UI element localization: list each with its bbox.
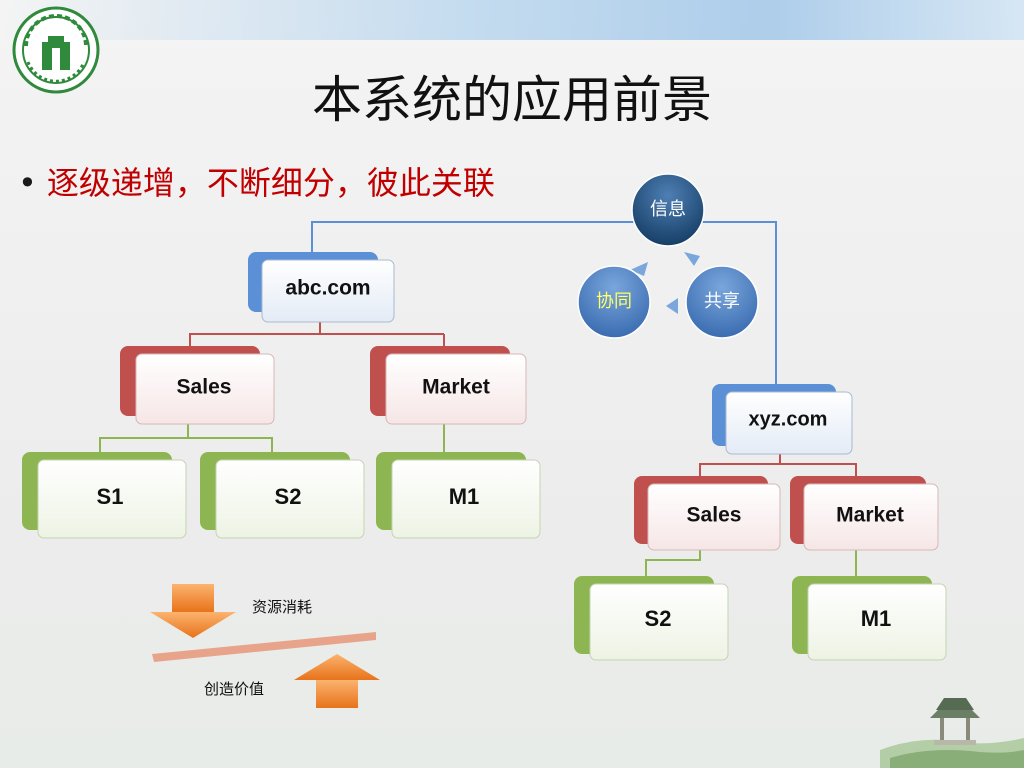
arrow-left-to-top-icon [630, 262, 648, 276]
node-abc-root-label: abc.com [285, 277, 370, 300]
cycle-node-info: 信息 [631, 173, 705, 247]
node-abc-sales-label: Sales [177, 376, 232, 399]
up-arrow-icon [294, 654, 380, 708]
cycle-node-share: 共享 [685, 265, 759, 339]
node-abc-market-label: Market [422, 376, 490, 399]
slide-title: 本系统的应用前景 [312, 71, 712, 129]
node-xyz-s2-label: S2 [645, 606, 672, 631]
node-xyz-m1-label: M1 [861, 606, 892, 631]
pavilion-scenery-image [880, 698, 1024, 768]
node-abc-sales: Sales [120, 346, 275, 425]
bullet-dot: • [18, 164, 37, 202]
down-arrow-icon [150, 584, 236, 638]
node-xyz-sales-label: Sales [687, 504, 742, 527]
node-xyz-root: xyz.com [712, 384, 853, 455]
node-abc-s1-label: S1 [97, 484, 124, 509]
node-xyz-m1: M1 [792, 576, 947, 661]
node-abc-s2-label: S2 [275, 484, 302, 509]
node-abc-s2: S2 [200, 452, 365, 539]
node-xyz-sales: Sales [634, 476, 781, 551]
node-xyz-s2: S2 [574, 576, 729, 661]
cycle-arrows [630, 252, 700, 314]
bullet-text: 逐级递增，不断细分，彼此关联 [46, 164, 495, 202]
node-xyz-market-label: Market [836, 504, 904, 527]
node-abc-m1: M1 [376, 452, 541, 539]
cycle-node-info-label: 信息 [650, 199, 686, 220]
connectors-abc-level2 [99, 420, 445, 454]
connector-abc-xyz [311, 221, 777, 386]
connectors-abc-level1 [189, 322, 445, 348]
node-abc-s1: S1 [22, 452, 187, 539]
connectors-xyz-level2 [645, 550, 857, 578]
bullet-point: •逐级递增，不断细分，彼此关联 [18, 158, 495, 204]
label-resource-consumption: 资源消耗 [252, 598, 313, 616]
balance-beam [152, 632, 376, 662]
node-xyz-market: Market [790, 476, 939, 551]
arrow-right-to-left-icon [666, 298, 678, 314]
cycle-node-collab-label: 协同 [596, 291, 632, 312]
sky-banner [0, 0, 1024, 40]
node-abc-m1-label: M1 [449, 484, 480, 509]
university-seal-logo [12, 6, 100, 94]
node-xyz-root-label: xyz.com [749, 408, 828, 430]
connectors-xyz-level1 [699, 450, 857, 478]
label-value-creation: 创造价值 [204, 680, 265, 698]
arrow-top-to-right-icon [684, 252, 700, 266]
node-abc-market: Market [370, 346, 527, 425]
cycle-node-collab: 协同 [577, 265, 651, 339]
node-abc-root: abc.com [248, 252, 395, 323]
cycle-node-share-label: 共享 [704, 291, 740, 312]
